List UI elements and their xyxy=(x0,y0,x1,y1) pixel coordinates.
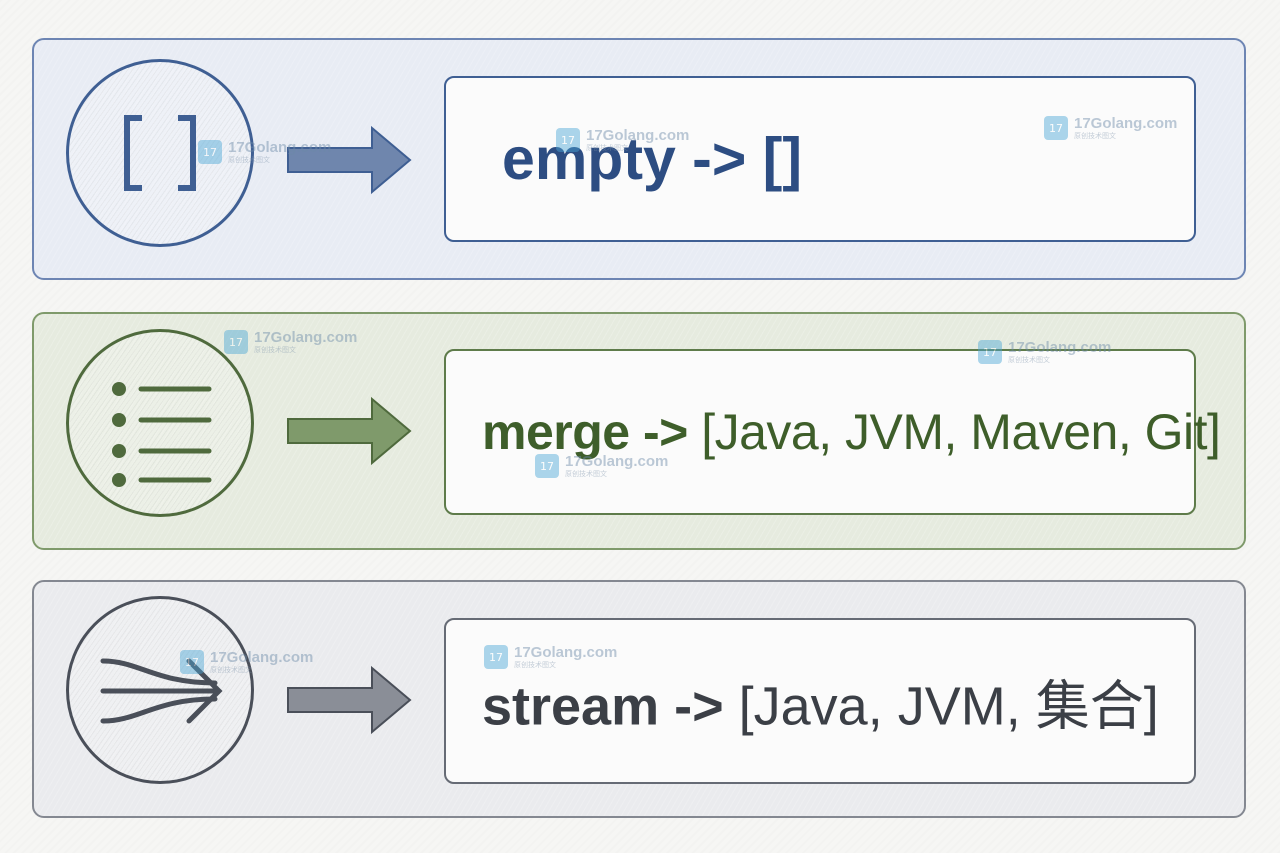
empty-result-box: empty -> [] xyxy=(444,76,1196,242)
stream-value: [Java, JVM, 集合] xyxy=(738,676,1159,737)
empty-keyword: empty xyxy=(502,126,676,192)
empty-value: [] xyxy=(762,126,802,192)
merge-arrow-text: -> xyxy=(629,404,702,460)
empty-result-text: empty -> [] xyxy=(502,125,802,193)
arrow-icon xyxy=(287,665,412,735)
stream-result-box: stream -> [Java, JVM, 集合] xyxy=(444,618,1196,784)
arrow-icon xyxy=(287,396,412,466)
stream-keyword: stream xyxy=(482,676,660,737)
merge-keyword: merge xyxy=(482,404,630,460)
empty-row-panel: empty -> [] xyxy=(32,38,1246,280)
empty-arrow-text: -> xyxy=(675,126,763,192)
arrow-icon xyxy=(287,125,412,195)
stream-row-panel: stream -> [Java, JVM, 集合] xyxy=(32,580,1246,818)
stream-arrow-text: -> xyxy=(659,676,739,737)
merge-value: [Java, JVM, Maven, Git] xyxy=(701,404,1221,460)
merge-row-panel: merge -> [Java, JVM, Maven, Git] xyxy=(32,312,1246,550)
empty-brackets-icon xyxy=(66,59,254,247)
merge-result-box: merge -> [Java, JVM, Maven, Git] xyxy=(444,349,1221,515)
list-icon xyxy=(66,329,254,517)
stream-icon xyxy=(66,596,254,784)
stream-result-text: stream -> [Java, JVM, 集合] xyxy=(482,662,1159,741)
merge-result-text: merge -> [Java, JVM, Maven, Git] xyxy=(482,403,1221,461)
